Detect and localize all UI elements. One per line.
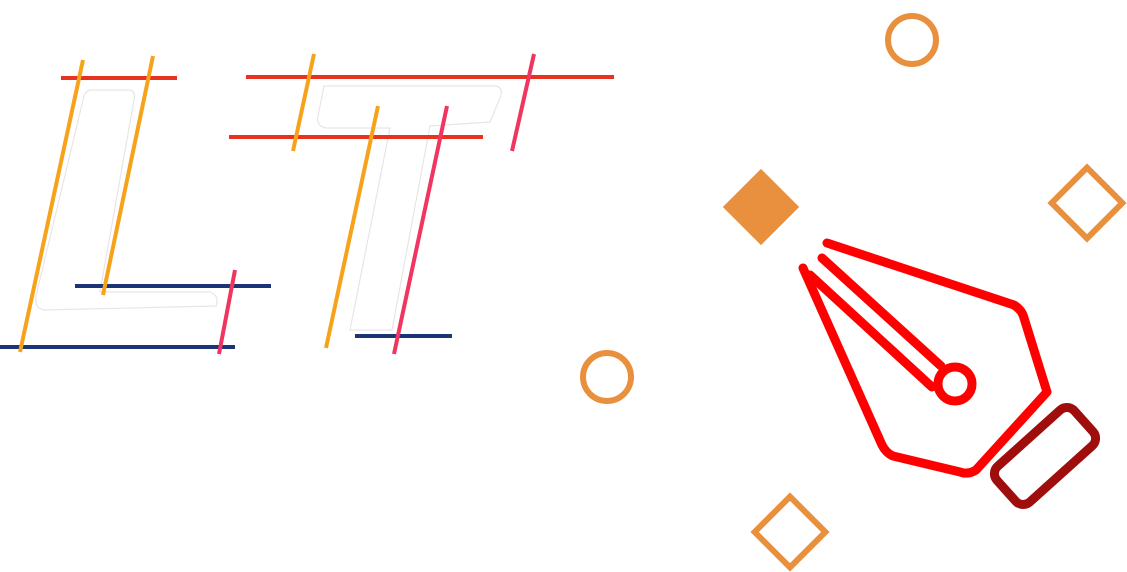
diamond-decoration-filled <box>722 168 800 246</box>
logo-orange-stroke-2 <box>101 55 155 296</box>
logo-orange-stroke-3 <box>291 53 316 152</box>
decorative-shapes <box>580 13 1127 572</box>
diamond-decoration-outline-bottom <box>750 492 830 572</box>
pen-nib-body <box>798 238 1052 478</box>
pen-nib-slit <box>805 253 946 392</box>
logo-pink-stroke-1 <box>217 269 237 355</box>
fountain-pen-nib-icon <box>798 238 1101 510</box>
logo-orange-stroke-1 <box>18 59 85 353</box>
logo-letter-outline <box>35 85 502 331</box>
logo-orange-stroke-4 <box>324 105 380 349</box>
diamond-decoration-outline-right <box>1047 163 1127 243</box>
lt-logo <box>0 53 614 355</box>
pen-nib-hole <box>933 362 977 406</box>
logo-pink-stroke-2 <box>392 105 449 355</box>
logo-pink-stroke-3 <box>510 53 536 152</box>
circle-decoration-top <box>885 13 939 67</box>
circle-decoration-middle <box>580 350 634 404</box>
pen-grip <box>989 402 1101 510</box>
